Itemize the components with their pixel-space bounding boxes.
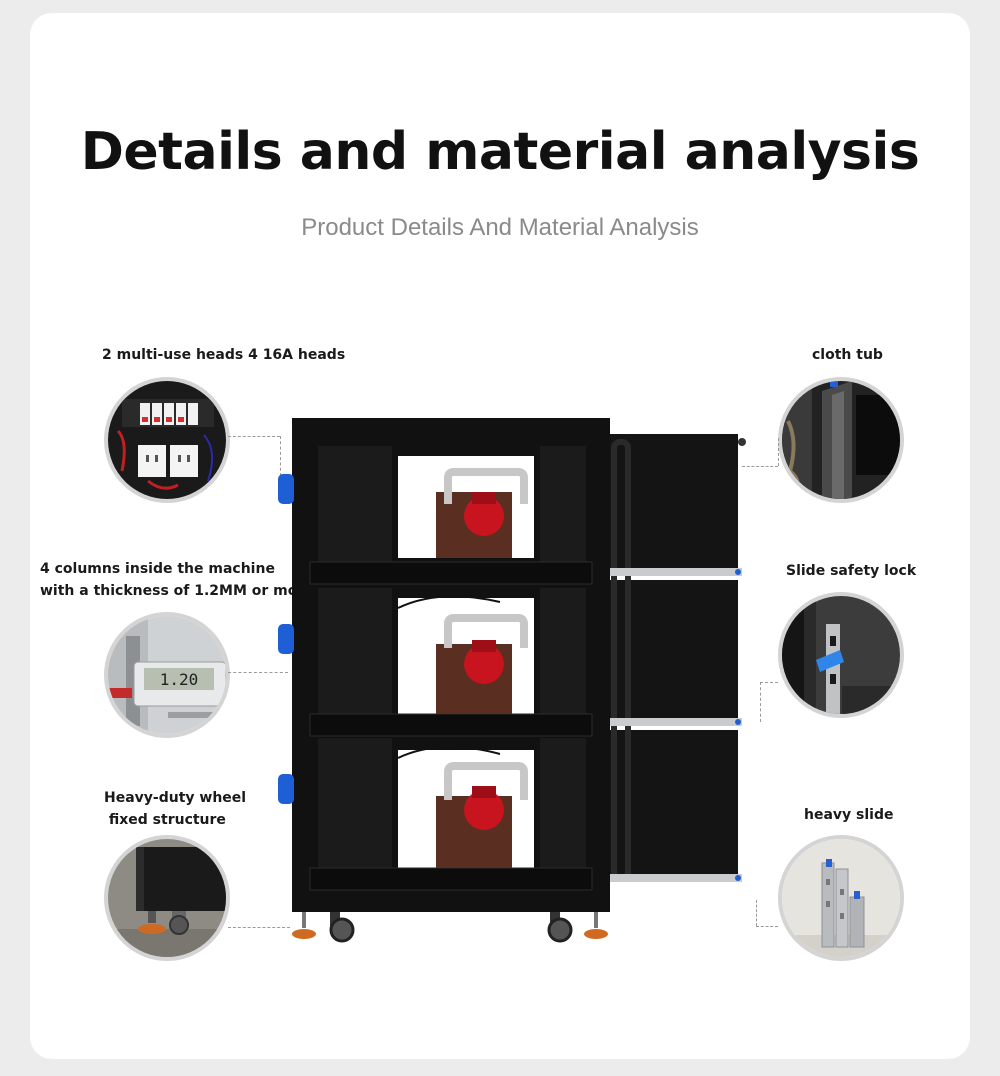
callout-leader-heads-vertical [280,436,281,476]
callout-leader-wheel [228,927,290,928]
callout-columns-line-2: with a thickness of 1.2MM or more [40,583,314,599]
callout-slide-lock-line-1: Slide safety lock [786,563,917,579]
callout-wheel-line-2: fixed structure [104,812,226,828]
callout-wheel-line-1: Heavy-duty wheel [104,790,247,806]
page-title: Details and material analysis [80,122,920,182]
callout-label-wheel: Heavy-duty wheel fixed structure [104,787,246,831]
callout-heads-line-1: 2 multi-use heads 4 16A heads [102,347,346,363]
callout-label-columns: 4 columns inside the machine with a thic… [40,558,314,602]
callout-leader-cloth-tub [742,466,778,467]
callout-label-heavy-slide: heavy slide [804,804,893,826]
machine-illustration [270,412,760,957]
callout-leader-heavy-slide [756,926,778,927]
pull-out-drawers [610,434,746,882]
callout-leader-heavy-slide-vertical [756,900,757,926]
callout-leader-columns [228,672,288,673]
wheel-closeup-image [104,835,230,961]
callout-label-heads: 2 multi-use heads 4 16A heads [102,344,345,366]
callout-leader-slide-lock [760,682,778,683]
callout-columns-line-1: 4 columns inside the machine [40,561,275,577]
caliper-reading: 1.20 [160,670,199,689]
page-subtitle: Product Details And Material Analysis [301,214,699,241]
caliper-closeup-image: 1.20 [104,612,230,738]
callout-label-cloth-tub: cloth tub [812,344,883,366]
callout-leader-slide-lock-vertical [760,682,761,722]
blue-socket-icons [278,474,294,804]
cloth-tub-closeup-image [778,377,904,503]
callout-cloth-tub-line-1: cloth tub [812,347,883,363]
slide-lock-closeup-image [778,592,904,718]
callout-leader-heads [228,436,280,437]
callout-heavy-slide-line-1: heavy slide [804,807,894,823]
callout-leader-cloth-tub-vertical [778,438,779,466]
callout-label-slide-lock: Slide safety lock [786,560,916,582]
socket-panel-closeup-image [104,377,230,503]
tub-pump-units [397,468,528,868]
heavy-slide-closeup-image [778,835,904,961]
wheels-and-feet [292,912,608,943]
